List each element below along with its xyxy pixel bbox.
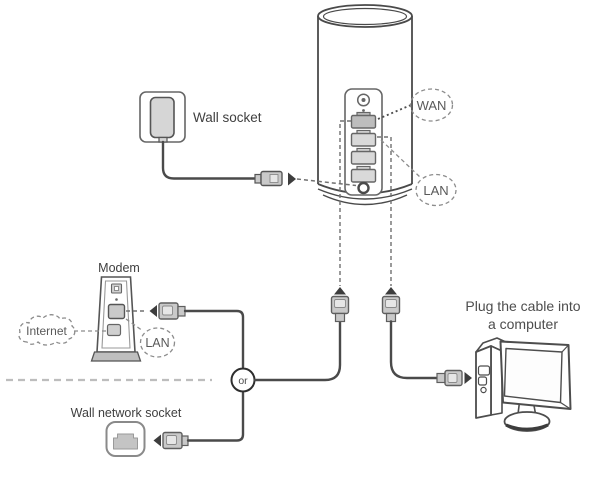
lan-cable-leader — [377, 136, 392, 286]
cable-modem-to-or — [183, 309, 245, 369]
monitor-screen — [503, 347, 563, 404]
monitor-base — [503, 411, 551, 432]
ethernet-connector-lan — [381, 287, 401, 323]
or-junction: or — [230, 367, 256, 393]
ethernet-connector-computer — [436, 369, 472, 387]
router-lan-port-3 — [350, 165, 377, 183]
cable-router-to-computer — [389, 320, 439, 380]
router-port-panel — [344, 88, 383, 196]
wan-cable-leader — [339, 120, 351, 286]
modem-label: Modem — [98, 261, 140, 275]
ethernet-connector-wall — [153, 431, 189, 450]
internet-cloud: Internet — [18, 314, 76, 346]
drive-bay — [477, 376, 488, 386]
wan-label: WAN — [417, 98, 447, 113]
lan-callout: LAN — [380, 139, 457, 207]
computer-instruction-line1: Plug the cable into — [465, 298, 580, 314]
modem-internet-port — [106, 323, 122, 337]
router-power-port — [357, 181, 370, 195]
router-wan-port — [350, 111, 377, 129]
computer — [475, 337, 572, 432]
router-lan-port-1 — [350, 129, 377, 147]
wall-network-socket — [105, 421, 146, 457]
router-lan-label: LAN — [423, 183, 448, 198]
or-label: or — [238, 375, 248, 387]
indicator-dot — [362, 109, 365, 112]
router-device — [317, 4, 413, 206]
rj45-jack-icon — [113, 433, 138, 450]
modem-base — [90, 351, 142, 362]
cable-wall-to-or — [186, 391, 245, 442]
power-plug — [254, 170, 283, 187]
router-lan-port-2 — [350, 147, 377, 165]
power-button — [480, 386, 487, 394]
wall-socket-label: Wall socket — [193, 110, 262, 125]
power-cable — [161, 140, 357, 187]
drive-bay — [477, 365, 491, 376]
power-adapter — [149, 96, 175, 139]
wall-socket — [139, 91, 186, 143]
modem-device — [90, 276, 142, 362]
monitor — [499, 340, 572, 410]
modem-lan-callout: LAN — [125, 318, 176, 358]
internet-label: Internet — [26, 324, 67, 338]
wan-callout: WAN — [377, 88, 454, 122]
modem-lan-label: LAN — [145, 336, 169, 350]
cable-or-to-router — [253, 320, 342, 382]
ethernet-connector-wan — [330, 287, 350, 323]
wall-network-socket-label: Wall network socket — [71, 406, 182, 420]
modem-lan-port — [107, 303, 126, 320]
computer-instruction-line2: a computer — [488, 316, 558, 332]
ethernet-connector-modem — [149, 302, 186, 320]
power-arrow — [288, 172, 296, 186]
